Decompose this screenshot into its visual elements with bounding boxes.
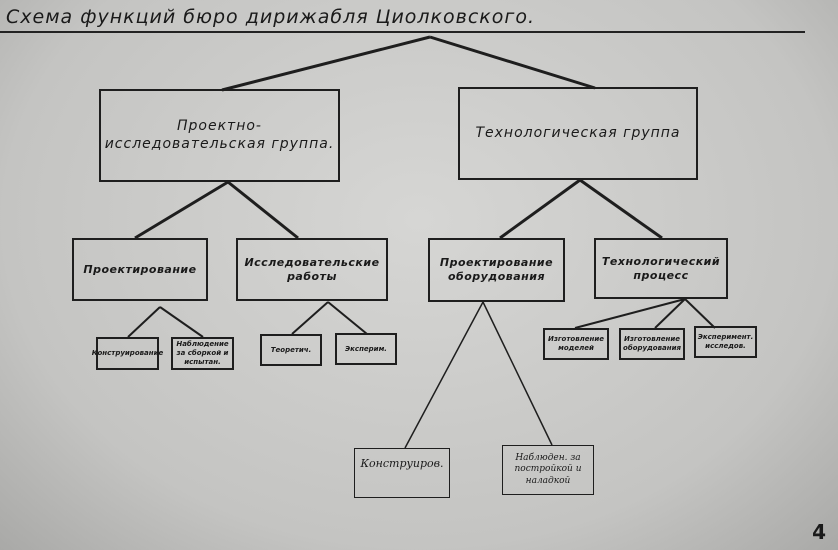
connector (227, 180, 299, 240)
connector (127, 306, 161, 338)
box-assembly-supervision: Наблюдение за сборкой и испытан. (171, 337, 234, 370)
box-construction: Конструирование (92, 337, 163, 370)
box-construction-supervision-handwritten: Наблюден. за постройкой и наладкой (502, 445, 594, 495)
box-equipment-design: Проектирование оборудования (428, 238, 565, 302)
box-experimental-research: Эксперимент. исследов. (694, 326, 757, 358)
box-experimental: Эксперим. (335, 333, 397, 365)
box-equipment-making: Изготовление оборудования (619, 328, 685, 360)
title-underline (0, 31, 805, 33)
connector (499, 178, 581, 240)
box-technological-process: Технологический процесс (594, 238, 728, 299)
box-theoretical: Теоретич. (260, 334, 322, 366)
diagram-title: Схема функций бюро дирижабля Циолковског… (6, 6, 536, 28)
connector (482, 301, 553, 446)
box-research-work: Исследовательские работы (236, 238, 388, 301)
connector (221, 35, 431, 92)
connector (134, 180, 229, 240)
connector (654, 298, 686, 329)
box-model-making: Изготовление моделей (543, 328, 609, 360)
connector (574, 298, 686, 329)
connector (291, 301, 329, 335)
connector (579, 178, 663, 240)
connector (159, 306, 204, 338)
connector (429, 35, 596, 90)
connector (684, 298, 716, 329)
box-research-design-group: Проектно-исследовательская группа. (99, 89, 340, 182)
connector (327, 301, 368, 335)
box-technology-group: Технологическая группа (458, 87, 698, 180)
box-design: Проектирование (72, 238, 208, 301)
page-number: 4 (812, 520, 826, 544)
connector (404, 301, 484, 449)
box-construction-handwritten: Конструиров. (354, 448, 450, 498)
